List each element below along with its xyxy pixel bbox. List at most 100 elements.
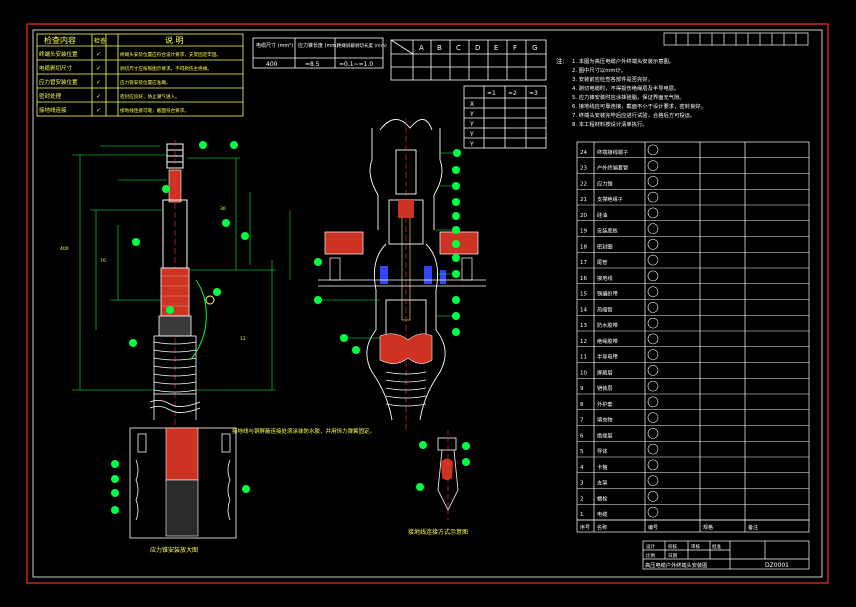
- bottom-left-detail: 接地线与铜屏蔽连接处须涂抹防水胶，并用恒力弹簧固定。 应力锥安装放大图: [111, 427, 375, 554]
- phase-row-label: Y: [469, 141, 474, 148]
- parts-row-balloon: [647, 176, 659, 187]
- left-annotation: 接地线与铜屏蔽连接处须涂抹防水胶，并用恒力弹簧固定。: [232, 427, 375, 435]
- dimension-header-3: 绝缘屏蔽剥切长度 (mm): [337, 42, 387, 49]
- phase-header: ≈2: [508, 90, 517, 97]
- parts-header: 名称: [597, 524, 607, 531]
- caption-bottom-left: 应力锥安装放大图: [150, 546, 198, 554]
- parts-row-no: 16: [580, 276, 587, 282]
- title-cell: 设计: [646, 543, 655, 550]
- parts-row-balloon: [647, 160, 659, 171]
- parts-row-no: 6: [580, 433, 584, 439]
- title-cell: 批准: [712, 543, 721, 550]
- left-termination-drawing: 400 70 30 12: [60, 140, 276, 470]
- parts-row-no: 4: [580, 465, 584, 471]
- parts-row-balloon: [647, 223, 659, 234]
- inspection-rows: 终端头安装位置 ✓ 终端头安装位置应符合设计要求，支架固定牢固。 电缆剥切尺寸 …: [39, 50, 221, 114]
- parts-row-balloon: [647, 317, 659, 329]
- svg-text:70: 70: [100, 258, 106, 264]
- parts-row-no: 14: [580, 307, 587, 313]
- parts-row-no: 18: [580, 244, 587, 250]
- caption-bottom-center: 接地线连接方式示意图: [408, 528, 468, 536]
- parts-row-balloon: [647, 191, 659, 203]
- parts-row-balloon: [647, 254, 659, 266]
- parts-row-name: 绝缘胶带: [597, 337, 618, 345]
- inspection-row-check: ✓: [96, 107, 101, 114]
- parts-row-balloon: [647, 412, 659, 423]
- inspection-row-note: 接地线连接可靠，截面符合要求。: [120, 107, 189, 114]
- parts-row-name: 支架: [597, 479, 607, 487]
- phase-row-label: Y: [469, 111, 474, 118]
- svg-text:30: 30: [220, 206, 226, 212]
- svg-text:12: 12: [240, 336, 246, 342]
- grade-header: G: [532, 44, 537, 52]
- title-cell: 比例: [646, 552, 655, 559]
- phase-row-label: X: [470, 101, 474, 108]
- parts-row-name: 外护套: [597, 400, 613, 408]
- inspection-row-item: 接地线连接: [39, 106, 67, 114]
- bottom-center-detail: 接地线连接方式示意图: [408, 430, 470, 536]
- inspection-row-note: 应力管安装位置应准确。: [120, 79, 171, 86]
- parts-row-no: 5: [580, 449, 584, 455]
- parts-row-no: 8: [580, 402, 584, 408]
- parts-row-name: 热缩管: [597, 305, 613, 313]
- grade-header: D: [475, 44, 480, 52]
- parts-row-no: 21: [580, 197, 587, 203]
- parts-row-balloon: [647, 270, 659, 282]
- parts-header: 序号: [580, 524, 590, 531]
- phase-header: ≈1: [487, 90, 496, 97]
- title-cell: 日期: [668, 553, 677, 559]
- parts-row-balloon: [647, 475, 659, 486]
- inspection-row-note: 终端头安装位置应符合设计要求，支架固定牢固。: [120, 51, 221, 58]
- center-termination-drawing: [289, 118, 486, 430]
- parts-row-name: 终端接线端子: [597, 148, 628, 156]
- parts-row-no: 23: [580, 166, 587, 172]
- parts-row-name: 绝缘层: [597, 431, 613, 439]
- parts-row-balloon: [647, 365, 659, 376]
- parts-row-name: 应力锥: [597, 179, 613, 187]
- parts-header: 备注: [748, 524, 758, 531]
- parts-row-balloon: [647, 428, 659, 439]
- parts-row-name: 铜编织带: [597, 290, 618, 298]
- note-line: 3. 安装前应检查各部件是否完好。: [572, 75, 653, 83]
- svg-text:400: 400: [60, 246, 69, 252]
- inspection-row-note: 密封应良好，防止潮气进入。: [120, 93, 180, 100]
- inspection-row-note: 剥切尺寸应按照图示要求，不得损伤主绝缘。: [120, 65, 212, 72]
- parts-row-balloon: [647, 380, 659, 392]
- dimension-header-1: 电缆尺寸 (mm²): [256, 42, 293, 49]
- parts-header: 编号: [648, 524, 658, 531]
- note-line: 1. 本图为高压电缆户外终端头安装示意图。: [572, 57, 674, 65]
- parts-row-no: 1: [580, 512, 584, 518]
- grade-headers: A B C D E F G: [419, 44, 537, 52]
- note-line: 8. 本工程材料按设计清单执行。: [572, 120, 648, 128]
- phase-header: ≈3: [529, 90, 538, 97]
- parts-row-name: 支撑绝缘子: [597, 195, 623, 203]
- parts-row-name: 电缆: [597, 510, 607, 518]
- title-cell: 校核: [668, 543, 677, 550]
- parts-row-no: 13: [580, 323, 587, 329]
- inspection-header-check: 检查: [94, 37, 106, 45]
- parts-table-grid: [576, 141, 810, 533]
- note-line: 6. 接地线应可靠连接，截面不小于设计要求，密封良好。: [572, 102, 706, 110]
- parts-row-balloon: [647, 349, 659, 360]
- parts-row-no: 10: [580, 370, 587, 376]
- drawing-frame-inner: [32, 29, 823, 578]
- title-block: [642, 540, 810, 570]
- grade-header: B: [437, 44, 442, 52]
- note-line: 2. 图中尺寸以mm计。: [572, 66, 626, 74]
- inspection-row-check: ✓: [96, 65, 101, 72]
- parts-row-name: 卡箍: [597, 463, 607, 471]
- drawing-frame-outer: [26, 23, 829, 584]
- notes-title: 注:: [556, 56, 565, 65]
- note-line: 5. 应力锥安装时应涂抹硅脂，保证界面无气隙。: [572, 93, 685, 101]
- parts-header: 规格: [703, 524, 713, 531]
- inspection-row-check: ✓: [96, 93, 101, 100]
- parts-row-balloon: [647, 443, 659, 455]
- parts-row-name: 密封圈: [597, 242, 613, 250]
- inspection-row-check: ✓: [96, 79, 101, 86]
- parts-row-name: 螺栓: [597, 494, 608, 502]
- parts-row-no: 15: [580, 292, 587, 298]
- parts-row-no: 3: [580, 481, 584, 487]
- dimension-value-1: 400: [266, 61, 278, 68]
- parts-row-balloon: [647, 239, 659, 250]
